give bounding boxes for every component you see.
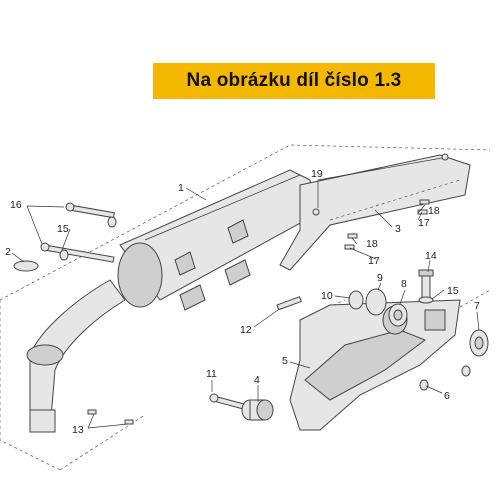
leader-lines <box>11 157 480 429</box>
callout-18-upper: 18 <box>428 205 440 217</box>
callout-16: 16 <box>10 199 22 211</box>
callout-19: 19 <box>311 168 323 180</box>
callout-15-right: 15 <box>447 285 459 297</box>
callout-13: 13 <box>72 424 84 436</box>
callout-11: 11 <box>206 368 217 380</box>
muffler <box>117 169 316 311</box>
callout-1: 1 <box>178 182 184 194</box>
heat-shield <box>279 154 471 271</box>
callout-10: 10 <box>321 290 333 302</box>
callout-17-upper: 17 <box>418 217 430 229</box>
callout-15-left: 15 <box>57 223 69 235</box>
small-parts <box>13 153 489 425</box>
callout-9: 9 <box>377 272 383 284</box>
part-number-banner: Na obrázku díl číslo 1.3 <box>153 63 435 99</box>
callout-12: 12 <box>240 324 252 336</box>
callout-6: 6 <box>444 390 450 402</box>
callout-18-lower: 18 <box>366 238 378 250</box>
callout-7: 7 <box>474 300 480 312</box>
callout-17-lower: 17 <box>368 255 380 267</box>
callout-3: 3 <box>395 223 401 235</box>
swing-arm-bracket <box>289 299 461 431</box>
callout-14: 14 <box>425 250 437 262</box>
callout-labels: 1 2 3 4 5 6 7 8 9 10 11 12 13 14 15 15 1… <box>5 168 480 436</box>
callout-5: 5 <box>282 355 288 367</box>
callout-8: 8 <box>401 278 407 290</box>
callout-4: 4 <box>254 374 260 386</box>
exhaust-pipe <box>26 279 126 433</box>
banner-text: Na obrázku díl číslo 1.3 <box>186 70 402 91</box>
callout-2: 2 <box>5 246 11 258</box>
